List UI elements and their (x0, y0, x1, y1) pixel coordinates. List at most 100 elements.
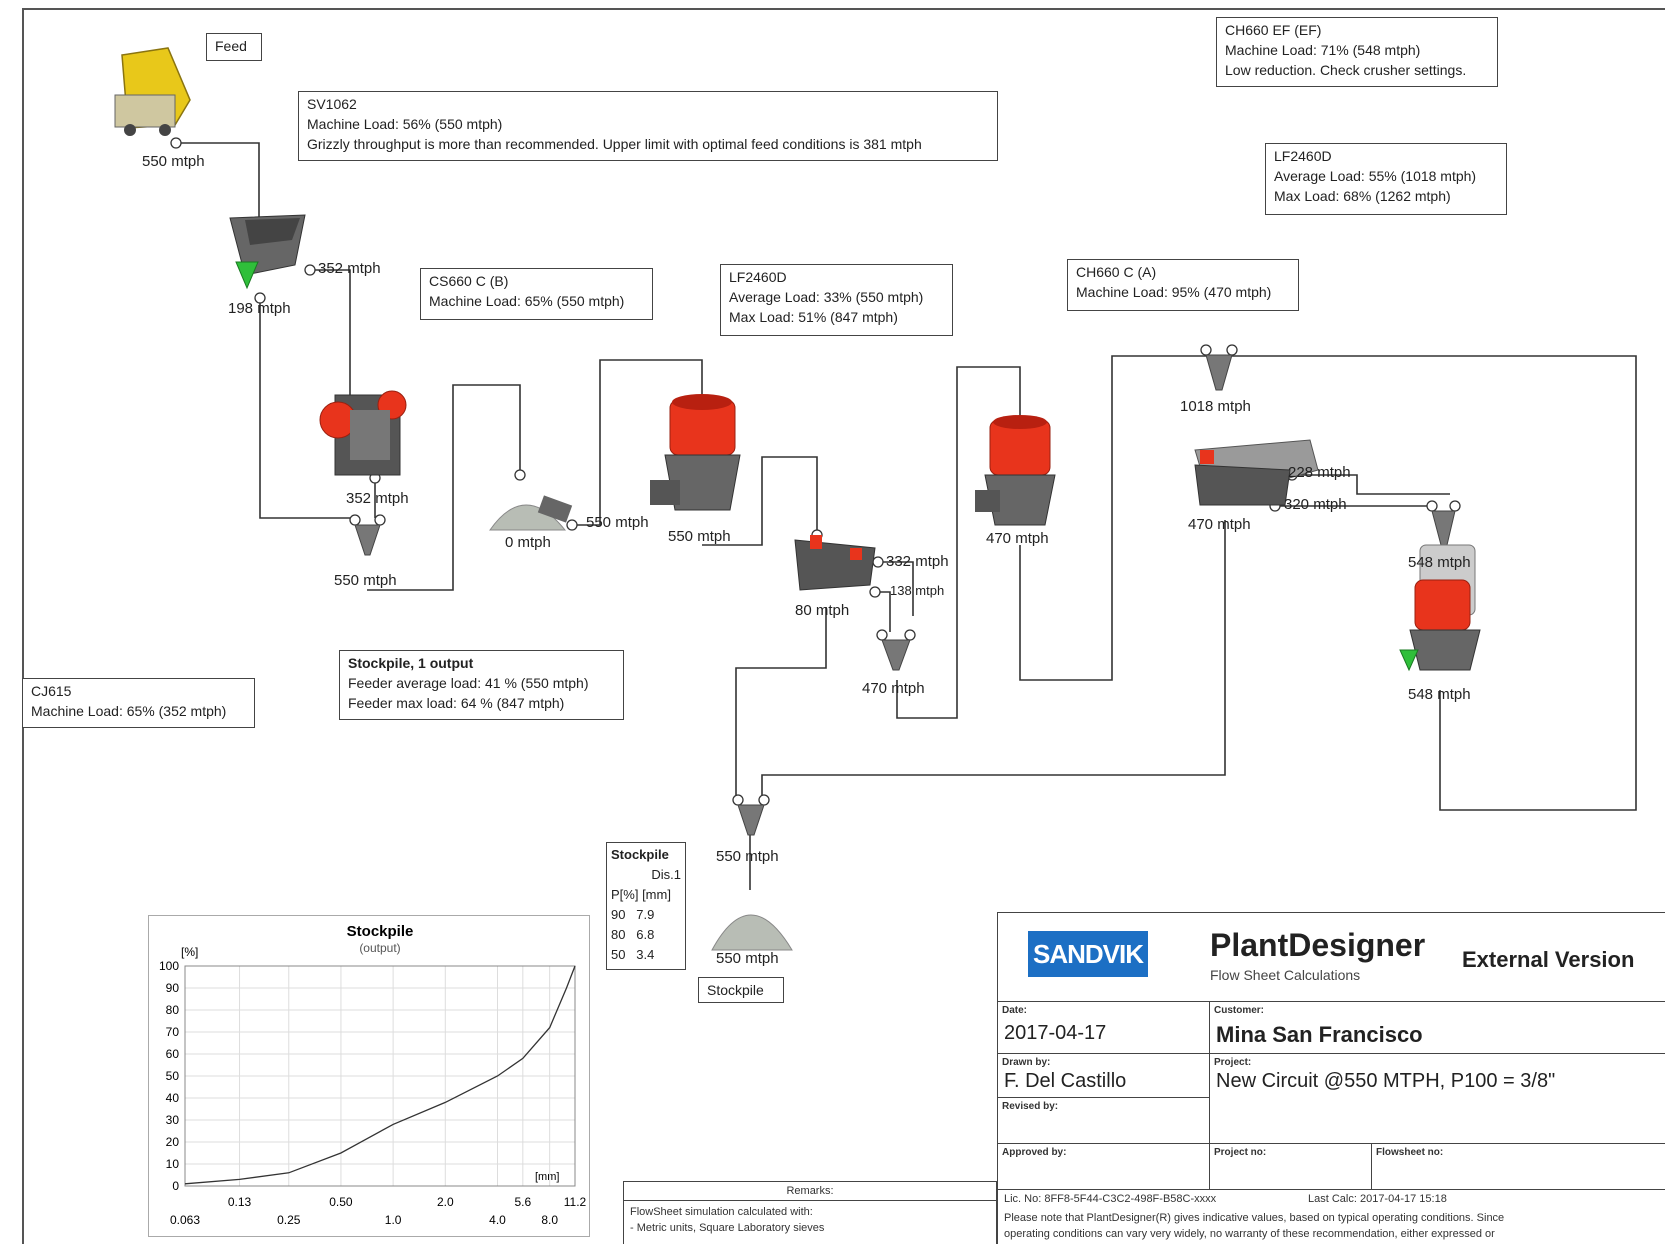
line-split-to-right (1230, 355, 1637, 811)
chart-xtick-bottom: 1.0 (385, 1213, 402, 1227)
project-caption: Project: (1214, 1057, 1252, 1068)
feed-label-box: Feed (206, 33, 262, 61)
cell-project: Project: New Circuit @550 MTPH, P100 = 3… (1210, 1053, 1665, 1097)
merge-funnel-final (737, 804, 765, 836)
flow-label-jaw-out: 352 mtph (346, 490, 409, 507)
chart-ytick: 20 (166, 1135, 180, 1149)
chart-ytick: 30 (166, 1113, 180, 1127)
info-lf-right-line1: Average Load: 55% (1018 mtph) (1274, 168, 1477, 184)
node (872, 556, 884, 568)
chart-ytick: 90 (166, 981, 180, 995)
chart-plot-area (184, 965, 576, 1187)
cell-projno: Project no: (1210, 1143, 1372, 1189)
node (304, 264, 316, 276)
flow-label-feed: 550 mtph (142, 153, 205, 170)
info-stock1-line1: Feeder average load: 41 % (550 mtph) (348, 675, 589, 691)
node (514, 469, 526, 481)
chart-xtick-bottom: 4.0 (489, 1213, 506, 1227)
line-feed-to-grizzly (176, 142, 260, 222)
chart-xtick-bottom: 0.063 (170, 1213, 200, 1227)
info-stock1-title: Stockpile, 1 output (348, 655, 474, 671)
node (254, 292, 266, 304)
merge-funnel-3 (1431, 510, 1456, 546)
merge-funnel-2 (881, 639, 911, 671)
info-sv-line1: Machine Load: 56% (550 mtph) (307, 116, 503, 132)
flow-label-stockpile1: 0 mtph (505, 534, 551, 551)
node (869, 586, 881, 598)
node (904, 629, 916, 641)
title-block: SANDVIK PlantDesigner Flow Sheet Calcula… (997, 912, 1665, 1244)
psd-sub: Dis.1 (651, 867, 681, 882)
info-box-chef: CH660 EF (EF) Machine Load: 71% (548 mtp… (1216, 17, 1498, 87)
line-screen1-under (735, 607, 827, 795)
last-calc: Last Calc: 2017-04-17 15:18 (1308, 1193, 1447, 1205)
info-lf-right-line2: Max Load: 68% (1262 mtph) (1274, 188, 1451, 204)
info-lf-right-title: LF2460D (1274, 148, 1332, 164)
info-chca-line1: Machine Load: 95% (470 mtph) (1076, 284, 1272, 300)
cell-customer: Customer: Mina San Francisco (1210, 1001, 1665, 1053)
line-stockpile-to-cs (575, 359, 703, 526)
product-sub: Flow Sheet Calculations (1210, 967, 1361, 983)
node (1426, 500, 1438, 512)
info-cs-title: CS660 C (B) (429, 273, 509, 289)
cell-date: Date: 2017-04-17 (998, 1001, 1210, 1053)
chart-ytick: 0 (172, 1179, 179, 1193)
chart-series-line (184, 965, 576, 1185)
stockpile-1-icon (489, 495, 573, 531)
flow-label-final-merge: 550 mtph (716, 848, 779, 865)
projno-caption: Project no: (1214, 1147, 1267, 1158)
drawing-frame (22, 8, 1665, 1244)
cell-drawn: Drawn by: F. Del Castillo (998, 1053, 1210, 1097)
remarks-line1: FlowSheet simulation calculated with: (630, 1206, 813, 1218)
info-sv-title: SV1062 (307, 96, 357, 112)
line-grizzly-under (259, 300, 360, 519)
chart-xtick-bottom: 0.25 (277, 1213, 301, 1227)
node (1449, 500, 1461, 512)
flow-label-grizzly-under: 198 mtph (228, 300, 291, 317)
version-label: External Version (1462, 947, 1635, 972)
line-merge-to-stockpile (367, 384, 521, 591)
flow-label-screen2-under: 470 mtph (1188, 516, 1251, 533)
node (374, 514, 386, 526)
info-box-stock1: Stockpile, 1 output Feeder average load:… (339, 650, 624, 720)
chart-ytick: 60 (166, 1047, 180, 1061)
merge-funnel-1 (354, 524, 381, 556)
flow-label-split: 1018 mtph (1180, 398, 1251, 415)
remarks-box: Remarks: FlowSheet simulation calculated… (623, 1181, 997, 1244)
info-chef-line2: Low reduction. Check crusher settings. (1225, 62, 1467, 78)
info-box-lf-mid: LF2460D Average Load: 33% (550 mtph) Max… (720, 264, 953, 336)
cell-flowno: Flowsheet no: (1372, 1143, 1665, 1189)
flow-label-final-stock: 550 mtph (716, 950, 779, 967)
chart-ytick: 100 (159, 959, 179, 973)
license-no: Lic. No: 8FF8-5F44-C3C2-498F-B58C-xxxx (1004, 1193, 1217, 1205)
info-box-sv: SV1062 Machine Load: 56% (550 mtph) Griz… (298, 91, 998, 161)
chart-xtick-top: 0.50 (329, 1195, 353, 1209)
vibrating-screen-1-icon (794, 535, 876, 591)
info-lf-mid-title: LF2460D (729, 269, 787, 285)
chart-xlabel: [mm] (535, 1171, 559, 1183)
line-cs-to-screen (702, 456, 818, 546)
chart-ytick: 10 (166, 1157, 180, 1171)
cone-crusher-chef-icon (1399, 544, 1481, 672)
psd-table: Stockpile Dis.1 P[%] [mm] 90 7.9 80 6.8 … (606, 842, 686, 970)
reviewed-caption: Revised by: (1002, 1101, 1059, 1112)
flow-label-chef-out: 548 mtph (1408, 686, 1471, 703)
chart-xtick-top: 5.6 (514, 1195, 531, 1209)
info-cs-line1: Machine Load: 65% (550 mtph) (429, 293, 625, 309)
line-screen2-a (1290, 474, 1450, 495)
vibrating-screen-2-icon (1194, 439, 1319, 506)
info-lf-mid-line1: Average Load: 33% (550 mtph) (729, 289, 924, 305)
info-box-chca: CH660 C (A) Machine Load: 95% (470 mtph) (1067, 259, 1299, 311)
drawn-value: F. Del Castillo (1004, 1070, 1127, 1092)
node (1200, 344, 1212, 356)
cell-reviewed: Revised by: (998, 1097, 1210, 1143)
cell-license: Lic. No: 8FF8-5F44-C3C2-498F-B58C-xxxx L… (998, 1189, 1665, 1245)
line-grizzly-to-jaw (312, 269, 351, 395)
line-screen2-under (761, 520, 1226, 795)
flow-label-merge3: 548 mtph (1408, 554, 1471, 571)
line-screen-over (880, 561, 914, 616)
chart-ytick: 70 (166, 1025, 180, 1039)
chart-xtick-bottom: 8.0 (541, 1213, 558, 1227)
